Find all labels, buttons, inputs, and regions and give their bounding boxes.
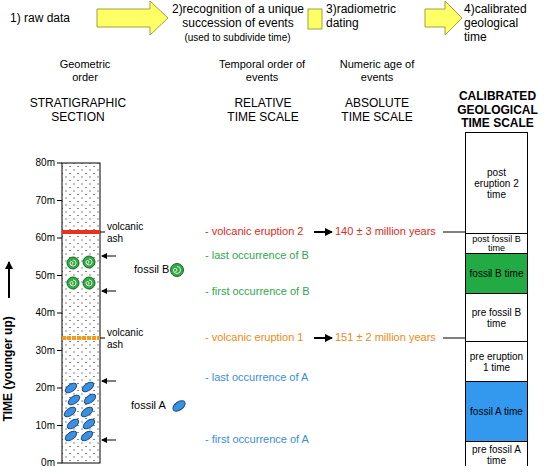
ammonite-fossil <box>83 277 95 289</box>
fossil-a-group <box>63 380 187 442</box>
tick-label: 70m <box>22 195 55 207</box>
event-label: - first occurrence of B <box>205 285 330 298</box>
calibration-line <box>443 232 465 233</box>
range-pointer <box>102 291 116 292</box>
step-label: 2)recognition of a unique succession of … <box>160 3 316 31</box>
tick-label: 0m <box>22 457 55 469</box>
step-note: (used to subdivide time) <box>165 32 310 44</box>
shell-fossil <box>80 405 95 418</box>
column-subheading: Temporal order of events <box>212 58 312 83</box>
time-band: fossil A time <box>466 381 527 441</box>
band-label: pre eruption 1 time <box>466 351 527 373</box>
ammonite-fossil <box>171 264 184 277</box>
tick <box>57 163 62 164</box>
tick <box>57 313 62 314</box>
time-band: post fossil B time <box>466 233 527 253</box>
column-heading: CALIBRATED GEOLOGICAL TIME SCALE <box>451 90 544 130</box>
leader-line <box>100 232 105 233</box>
ammonite-spiral <box>70 260 76 266</box>
tick-label: 80m <box>22 157 55 169</box>
range-pointer <box>102 381 116 382</box>
time-band: fossil B time <box>466 253 527 293</box>
time-band: pre fossil A time <box>466 441 527 467</box>
step-arrow <box>425 1 462 35</box>
shell-fossil <box>82 417 97 430</box>
time-band: post eruption 2 time <box>466 133 527 233</box>
layer-label: volcanic ash <box>107 327 153 350</box>
ammonite-fossil <box>83 256 95 268</box>
time-scale-column: CALIBRATED GEOLOGICAL TIME SCALEpost eru… <box>465 132 528 466</box>
layer-label: volcanic ash <box>107 221 153 244</box>
event-label: - first occurrence of A <box>205 433 330 446</box>
tick-label: 60m <box>22 232 55 244</box>
range-pointer <box>102 256 116 257</box>
time-arrow <box>8 262 10 298</box>
ammonite-spiral <box>174 267 181 274</box>
ammonite-spiral <box>86 280 92 286</box>
tick-label: 50m <box>22 270 55 282</box>
time-band: pre fossil B time <box>466 293 527 341</box>
tick-label: 10m <box>22 420 55 432</box>
band-label: post fossil B time <box>466 235 527 252</box>
shell-fossil <box>171 399 187 414</box>
event-label: - volcanic eruption 1 <box>205 331 325 344</box>
time-band: pre eruption 1 time <box>466 341 527 381</box>
step-label: 4)calibrated geological time <box>464 3 544 44</box>
ammonite-spiral <box>86 259 92 265</box>
tick <box>57 200 62 201</box>
age-label: 151 ± 2 million years <box>335 331 455 344</box>
ammonite-spiral <box>70 280 76 286</box>
ash-layer <box>62 336 100 340</box>
column-subheading: Numeric age of events <box>332 58 422 83</box>
dating-arrow <box>314 337 332 339</box>
calibration-line <box>443 338 465 339</box>
age-label: 140 ± 3 million years <box>335 225 455 238</box>
tick <box>57 350 62 351</box>
ammonite-fossil <box>67 277 79 289</box>
shell-fossil <box>64 429 79 442</box>
axis-title: TIME (younger up) <box>2 244 16 474</box>
shell-fossil <box>83 392 98 405</box>
tick <box>57 463 62 464</box>
tick <box>57 275 62 276</box>
tick-marks <box>57 163 62 463</box>
shell-fossil <box>66 417 81 430</box>
band-label: fossil A time <box>468 406 525 417</box>
tick-label: 30m <box>22 345 55 357</box>
shell-fossil <box>67 393 82 406</box>
ash-layer <box>62 230 100 234</box>
shell-fossil <box>64 381 79 394</box>
band-label: fossil B time <box>468 268 526 279</box>
tick-label: 20m <box>22 382 55 394</box>
column-heading: RELATIVE TIME SCALE <box>222 97 304 125</box>
fossil-b-group <box>67 256 184 289</box>
tick <box>57 238 62 239</box>
stratigraphic-column <box>62 163 100 463</box>
event-label: - last occurrence of B <box>205 249 330 262</box>
column-heading: ABSOLUTE TIME SCALE <box>335 97 419 125</box>
band-label: pre fossil B time <box>466 307 527 329</box>
band-label: pre fossil A time <box>466 444 527 466</box>
tick <box>57 425 62 426</box>
band-label: post eruption 2 time <box>466 167 527 200</box>
ammonite-fossil <box>67 257 79 269</box>
step-label: 3)radiometric dating <box>326 3 418 31</box>
fossil-label: fossil A <box>131 399 181 412</box>
column-heading: STRATIGRAPHIC SECTION <box>22 97 134 125</box>
leader-line <box>100 338 105 339</box>
range-pointer <box>102 440 116 441</box>
event-label: - last occurrence of A <box>205 371 330 384</box>
shell-fossil <box>81 380 96 393</box>
fossil-label: fossil B <box>134 263 184 276</box>
column-subheading: Geometric order <box>50 58 120 83</box>
tick-label: 40m <box>22 307 55 319</box>
dating-arrow <box>314 231 332 233</box>
shell-fossil <box>63 405 78 418</box>
step-arrow <box>97 1 168 35</box>
event-label: - volcanic eruption 2 <box>205 225 325 238</box>
step-label: 1) raw data <box>10 12 95 26</box>
shell-fossil <box>80 429 95 442</box>
step-block <box>308 9 322 29</box>
tick <box>57 388 62 389</box>
